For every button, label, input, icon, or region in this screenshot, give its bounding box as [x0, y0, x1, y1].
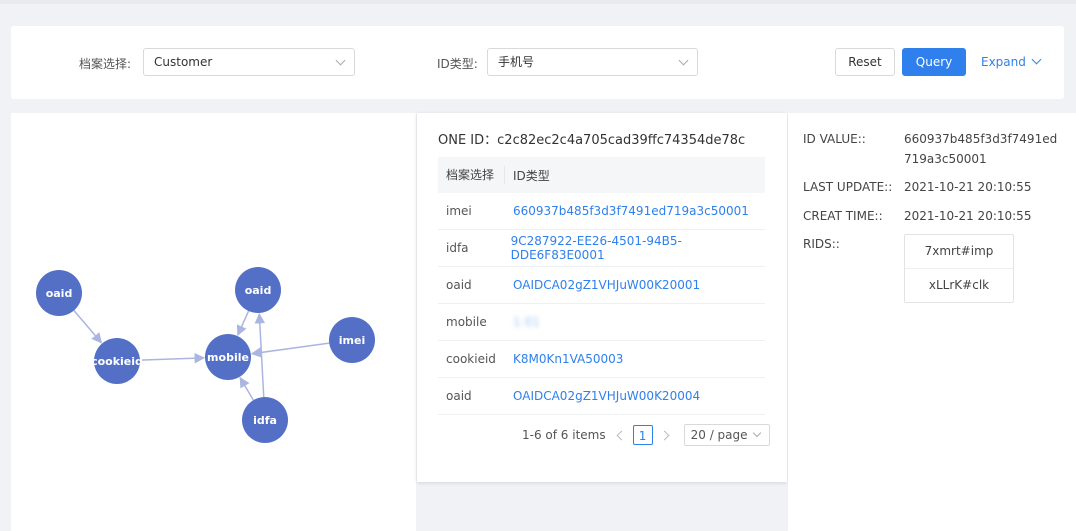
row-id-type: cookieid: [446, 352, 496, 366]
id-value-line: 660937b485f3d3f7491ed: [904, 132, 1058, 146]
graph-node-label: cookieid: [91, 355, 143, 368]
graph-node-circle[interactable]: [235, 267, 281, 313]
graph-edge: [73, 310, 103, 344]
graph-node-label: imei: [339, 334, 365, 347]
id-value: 660937b485f3d3f7491ed 719a3c50001: [904, 129, 1057, 169]
rid-item: 7xmrt#imp: [924, 244, 994, 258]
page-size-select[interactable]: 20 / page: [683, 424, 770, 446]
graph-node-label: idfa: [253, 414, 277, 427]
id-value-line: 719a3c50001: [904, 152, 987, 166]
chevron-down-icon: [335, 55, 346, 66]
graph-node-mobile[interactable]: mobile: [205, 334, 251, 380]
graph-node-idfa[interactable]: idfa: [242, 397, 288, 443]
chevron-down-icon: [678, 55, 689, 66]
table-row: mobile 1 01: [438, 304, 765, 341]
graph-node-oaid[interactable]: oaid: [235, 267, 281, 313]
graph-node-circle[interactable]: [36, 270, 82, 316]
chevron-down-icon: [1031, 54, 1042, 65]
id-type-label: ID类型:: [437, 57, 478, 71]
chevron-right-icon[interactable]: [659, 430, 670, 440]
graph-node-label: oaid: [46, 287, 73, 300]
creat-time-label: CREAT TIME::: [803, 209, 883, 223]
page-button-current[interactable]: 1: [632, 425, 653, 445]
expand-label: Expand: [981, 55, 1026, 69]
graph-node-label: oaid: [245, 284, 272, 297]
column-header-archive: 档案选择: [438, 166, 505, 184]
id-table: 档案选择 ID类型 imei 660937b485f3d3f7491ed719a3…: [438, 157, 765, 415]
oneid-title: ONE ID：c2c82ec2c4a705cad39ffc74354de78c: [438, 133, 746, 148]
graph-edge: [236, 310, 250, 337]
row-id-value-link[interactable]: 660937b485f3d3f7491ed719a3c50001: [513, 204, 749, 218]
chevron-down-icon: [752, 428, 761, 438]
relation-graph[interactable]: oaid cookieid mobile oaid imei idfa: [11, 113, 416, 531]
row-id-type: oaid: [446, 278, 472, 292]
graph-edge: [254, 312, 266, 398]
last-update-value: 2021-10-21 20:10:55: [904, 180, 1032, 194]
page-size-value: 20 / page: [690, 428, 748, 442]
rids-list: 7xmrt#imp xLLrK#clk: [904, 234, 1014, 303]
graph-node-circle[interactable]: [242, 397, 288, 443]
graph-edge: [139, 352, 206, 364]
expand-toggle[interactable]: Expand: [981, 48, 1042, 76]
graph-edge: [239, 376, 254, 401]
graph-node-label: mobile: [207, 351, 249, 364]
column-header-id-type: ID类型: [513, 168, 550, 183]
chevron-left-icon[interactable]: [616, 430, 627, 440]
filter-bar: 档案选择: Customer ID类型: 手机号 Reset Query Exp…: [11, 26, 1064, 99]
row-id-type: mobile: [446, 315, 487, 329]
row-id-value-link[interactable]: 1 01: [513, 315, 540, 329]
row-id-value-link[interactable]: K8M0Kn1VA50003: [513, 352, 624, 366]
archive-select-label: 档案选择:: [79, 57, 132, 71]
creat-time-value: 2021-10-21 20:10:55: [904, 209, 1032, 223]
graph-node-circle[interactable]: [329, 317, 375, 363]
id-type-select[interactable]: 手机号: [487, 48, 698, 76]
table-row: idfa 9C287922-EE26-4501-94B5-DDE6F83E0001: [438, 230, 765, 267]
oneid-detail-card: ONE ID：c2c82ec2c4a705cad39ffc74354de78c …: [417, 113, 787, 482]
row-id-type: imei: [446, 204, 472, 218]
graph-node-oaid[interactable]: oaid: [36, 270, 82, 316]
row-id-value-link[interactable]: OAIDCA02gZ1VHJuW00K20001: [513, 278, 701, 292]
table-row: cookieid K8M0Kn1VA50003: [438, 341, 765, 378]
id-type-value: 手机号: [498, 55, 535, 69]
archive-select-value: Customer: [154, 55, 213, 69]
table-row: oaid OAIDCA02gZ1VHJuW00K20004: [438, 378, 765, 415]
graph-node-circle[interactable]: [205, 334, 251, 380]
table-header: 档案选择 ID类型: [438, 157, 765, 193]
archive-select[interactable]: Customer: [143, 48, 355, 76]
row-id-type: oaid: [446, 389, 472, 403]
graph-edge: [250, 342, 330, 358]
row-id-type: idfa: [446, 241, 469, 255]
last-update-label: LAST UPDATE::: [803, 180, 893, 194]
graph-node-cookieid[interactable]: cookieid: [91, 338, 143, 384]
row-id-value-link[interactable]: 9C287922-EE26-4501-94B5-DDE6F83E0001: [510, 234, 682, 262]
query-button[interactable]: Query: [902, 48, 966, 76]
rids-label: RIDS::: [803, 237, 840, 251]
relation-graph-panel: oaid cookieid mobile oaid imei idfa: [11, 113, 416, 531]
graph-node-circle[interactable]: [94, 338, 140, 384]
rid-item: xLLrK#clk: [905, 268, 1013, 302]
top-divider: [0, 0, 1076, 4]
table-row: oaid OAIDCA02gZ1VHJuW00K20001: [438, 267, 765, 304]
graph-node-imei[interactable]: imei: [329, 317, 375, 363]
id-value-label: ID VALUE::: [803, 132, 866, 146]
id-info-panel: ID VALUE:: 660937b485f3d3f7491ed 719a3c5…: [788, 113, 1076, 531]
pagination-summary: 1-6 of 6 items: [522, 428, 606, 442]
table-row: imei 660937b485f3d3f7491ed719a3c50001: [438, 193, 765, 230]
reset-button[interactable]: Reset: [835, 48, 895, 76]
row-id-value-link[interactable]: OAIDCA02gZ1VHJuW00K20004: [513, 389, 701, 403]
pagination: 1-6 of 6 items 1 20 / page: [522, 424, 770, 446]
